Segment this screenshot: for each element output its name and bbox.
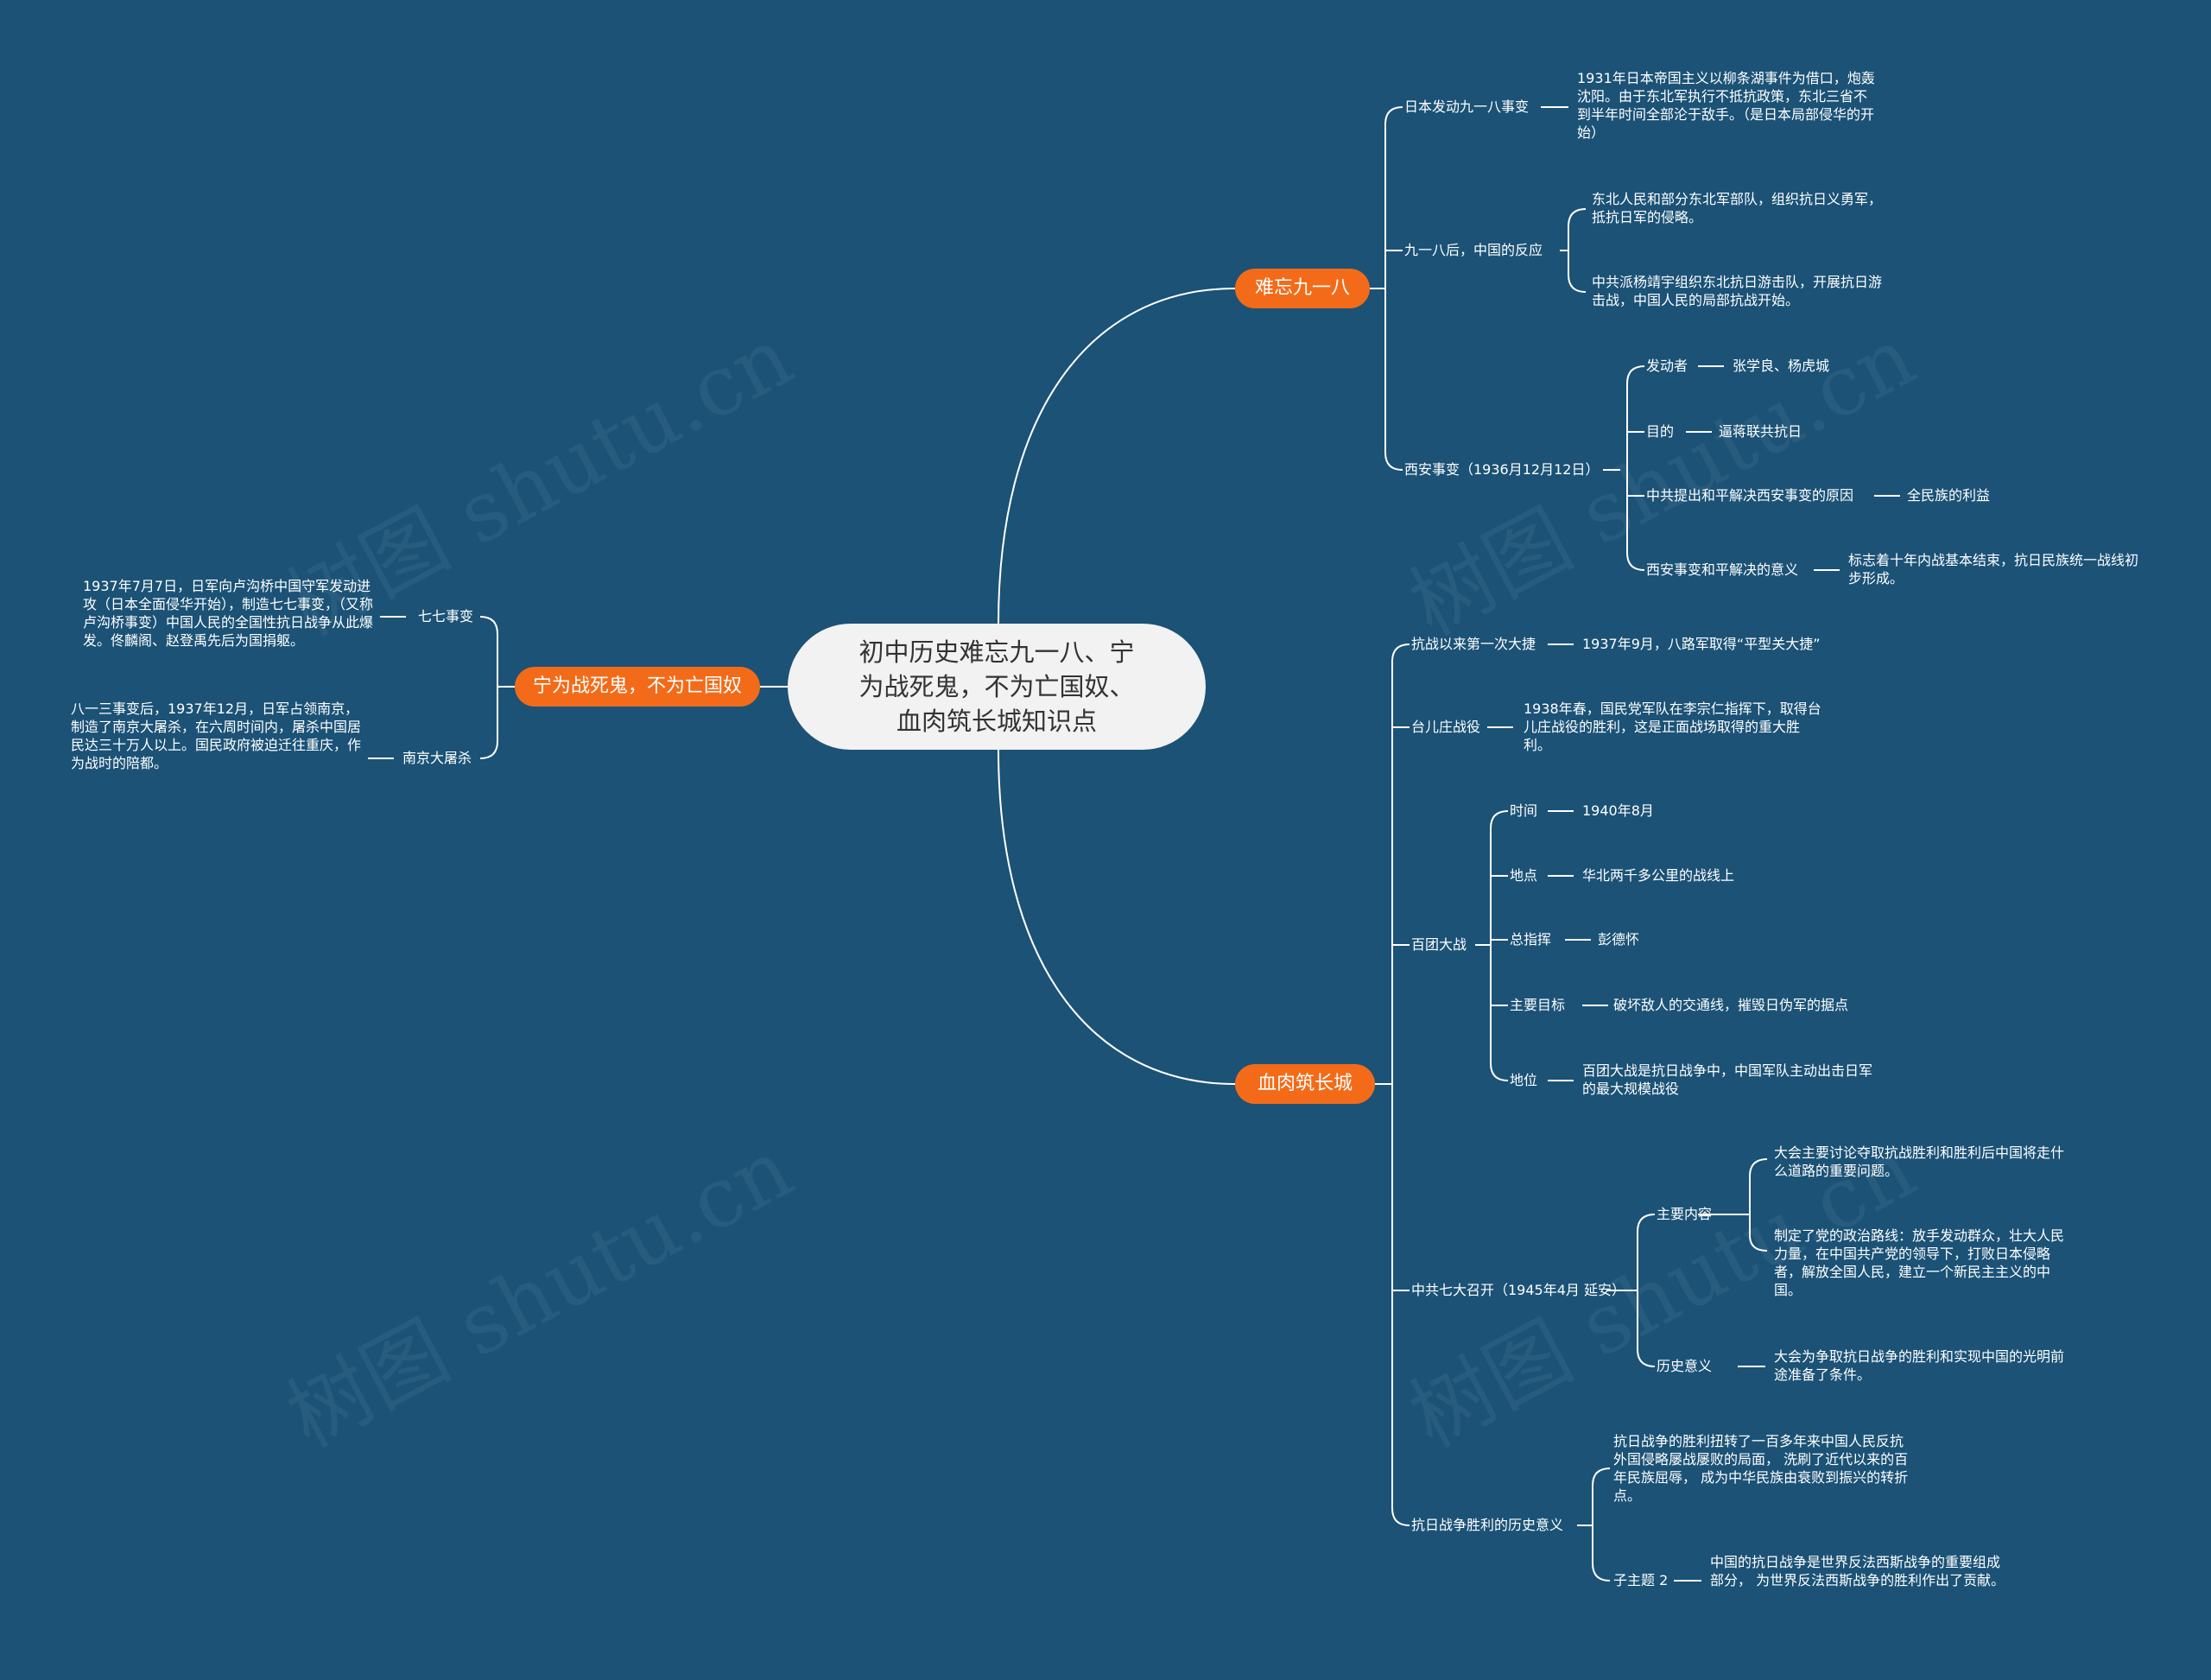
node-victory-2: 中国的抗日战争是世界反法西斯战争的重要组成部分， 为世界反法西斯战争的胜利作出了… (1710, 1554, 2005, 1588)
node-july7-desc: 1937年7月7日，日军向卢沟桥中国守军发动进攻（日本全面侵华开始），制造七七事… (83, 578, 374, 649)
node-taierzhuang[interactable]: 台儿庄战役 (1411, 719, 1481, 735)
node-victory-significance[interactable]: 抗日战争胜利的历史意义 (1411, 1517, 1564, 1533)
node-bt-commander[interactable]: 总指挥 (1510, 931, 1552, 948)
node-taierzhuang-value: 1938年春，国民党军队在李宗仁指挥下，取得台儿庄战役的胜利，这是正面战场取得的… (1524, 701, 1821, 753)
node-7th-congress[interactable]: 中共七大召开（1945年4月 延安） (1411, 1282, 1625, 1298)
link-t3-bracket (479, 616, 515, 759)
node-bt-time-value: 1940年8月 (1582, 802, 1654, 819)
link-root-t1 (998, 288, 1236, 624)
node-bt-goal[interactable]: 主要目标 (1510, 997, 1566, 1013)
node-congress-content-2: 制定了党的政治路线：放手发动群众，壮大人民力量，在中国共产党的领导下，打败日本侵… (1774, 1227, 2065, 1298)
node-reaction-1: 东北人民和部分东北军部队，组织抗日义勇军，抵抗日军的侵略。 (1592, 191, 1883, 225)
node-bt-place[interactable]: 地点 (1510, 867, 1538, 884)
node-congress-significance[interactable]: 历史意义 (1657, 1358, 1713, 1374)
topic-remember-918[interactable]: 难忘九一八 (1235, 269, 1370, 308)
node-xian-reason[interactable]: 中共提出和平解决西安事变的原因 (1646, 487, 1854, 504)
node-congress-content-1: 大会主要讨论夺取抗战胜利和胜利后中国将走什么道路的重要问题。 (1774, 1144, 2065, 1179)
node-first-victory-value: 1937年9月，八路军取得“平型关大捷” (1582, 636, 1821, 652)
link-t2-bracket (1375, 643, 1410, 1526)
node-xian-purpose-value: 逼蒋联共抗日 (1719, 423, 1802, 440)
node-xian-significance-value: 标志着十年内战基本结束，抗日民族统一战线初步形成。 (1848, 552, 2139, 586)
node-congress-significance-value: 大会为争取抗日战争的胜利和实现中国的光明前途准备了条件。 (1774, 1348, 2065, 1383)
root-node[interactable]: 初中历史难忘九一八、宁为战死鬼，不为亡国奴、血肉筑长城知识点 (788, 624, 1206, 750)
node-reaction-2: 中共派杨靖宇组织东北抗日游击队，开展抗日游击战，中国人民的局部抗战开始。 (1592, 274, 1883, 308)
node-918-desc: 1931年日本帝国主义以柳条湖事件为借口，炮轰沈阳。由于东北军执行不抵抗政策，东… (1577, 70, 1875, 141)
node-nanjing-massacre[interactable]: 南京大屠杀 (402, 750, 472, 766)
topic-great-wall[interactable]: 血肉筑长城 (1235, 1064, 1375, 1104)
node-xian-reason-value: 全民族的利益 (1907, 487, 1991, 504)
node-baituan[interactable]: 百团大战 (1411, 936, 1467, 953)
node-bt-position[interactable]: 地位 (1510, 1072, 1538, 1088)
node-bt-position-value: 百团大战是抗日战争中，中国军队主动出击日军的最大规模战役 (1582, 1062, 1873, 1097)
node-victory-subtopic[interactable]: 子主题 2 (1613, 1572, 1669, 1588)
node-nanjing-desc: 八一三事变后，1937年12月，日军占领南京，制造了南京大屠杀，在六周时间内，屠… (71, 701, 362, 771)
node-july7-incident[interactable]: 七七事变 (418, 608, 474, 624)
node-bt-place-value: 华北两千多公里的战线上 (1582, 867, 1735, 884)
node-first-victory[interactable]: 抗战以来第一次大捷 (1411, 636, 1536, 652)
node-xian-purpose[interactable]: 目的 (1646, 423, 1675, 440)
node-xian-initiator-value: 张学良、杨虎城 (1733, 358, 1830, 374)
node-bt-commander-value: 彭德怀 (1598, 931, 1640, 948)
node-bt-goal-value: 破坏敌人的交通线，摧毁日伪军的据点 (1613, 997, 1849, 1013)
node-918-incident[interactable]: 日本发动九一八事变 (1404, 98, 1530, 115)
node-reaction[interactable]: 九一八后，中国的反应 (1404, 242, 1543, 258)
node-xian-significance[interactable]: 西安事变和平解决的意义 (1646, 561, 1799, 578)
node-xian[interactable]: 西安事变（1936月12月12日） (1404, 461, 1600, 478)
link-root-t2 (998, 749, 1236, 1085)
node-victory-1: 抗日战争的胜利扭转了一百多年来中国人民反抗外国侵略屡战屡败的局面， 洗刷了近代以… (1613, 1433, 1909, 1504)
node-congress-content[interactable]: 主要内容 (1657, 1206, 1713, 1222)
topic-rather-die[interactable]: 宁为战死鬼，不为亡国奴 (515, 667, 760, 707)
node-xian-initiator[interactable]: 发动者 (1646, 358, 1688, 374)
link-t1-bracket (1370, 106, 1403, 471)
node-bt-time[interactable]: 时间 (1510, 802, 1538, 819)
